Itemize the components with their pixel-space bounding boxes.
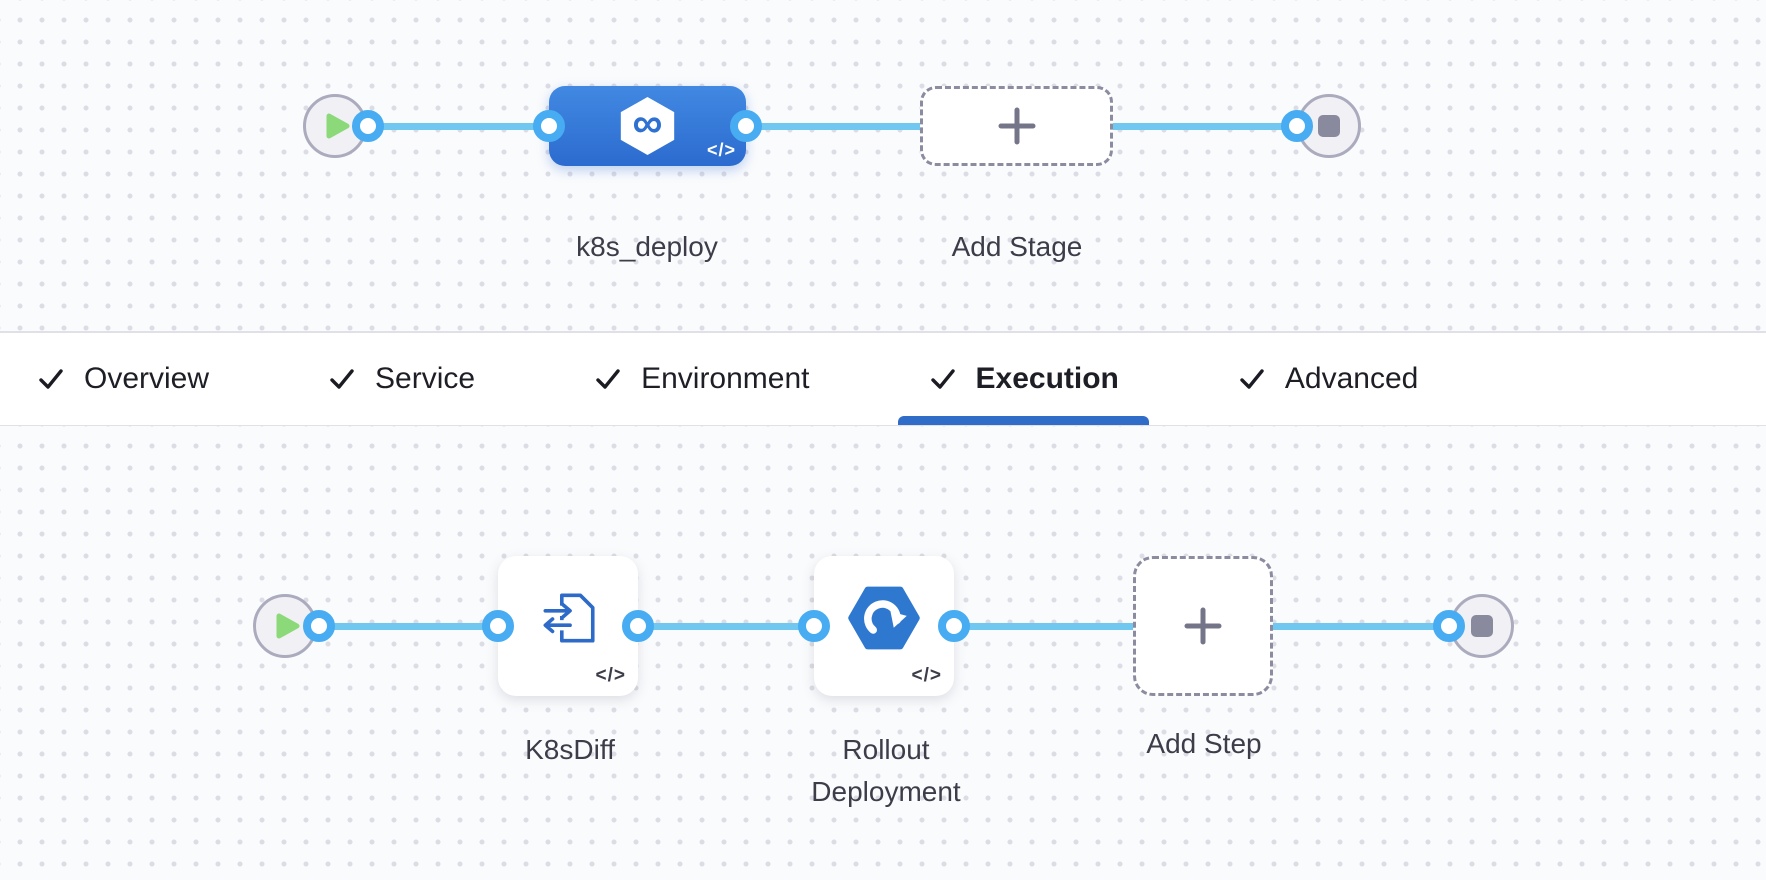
check-icon bbox=[1240, 369, 1264, 389]
stage-config-tabs: Overview Service Environment Execution A… bbox=[0, 331, 1766, 426]
tab-overview[interactable]: Overview bbox=[36, 333, 209, 425]
stop-icon bbox=[1471, 615, 1493, 637]
step-label: K8sDiff bbox=[525, 734, 615, 765]
tab-service[interactable]: Service bbox=[327, 333, 475, 425]
tab-execution[interactable]: Execution bbox=[897, 333, 1150, 425]
port[interactable] bbox=[622, 610, 654, 642]
check-icon bbox=[596, 369, 620, 389]
rollout-deployment-icon bbox=[848, 586, 920, 650]
plus-icon bbox=[1184, 607, 1222, 645]
step-label: Rollout Deployment bbox=[811, 734, 961, 807]
tab-label: Execution bbox=[975, 362, 1119, 395]
port[interactable] bbox=[730, 110, 762, 142]
tab-advanced[interactable]: Advanced bbox=[1237, 333, 1418, 425]
code-badge: </> bbox=[911, 665, 942, 686]
stage-edge bbox=[335, 123, 1329, 130]
stage-label: k8s_deploy bbox=[576, 231, 718, 262]
tab-label: Overview bbox=[84, 362, 210, 395]
port[interactable] bbox=[1433, 610, 1465, 642]
code-badge: </> bbox=[595, 665, 626, 686]
play-icon bbox=[276, 613, 300, 639]
execution-graph-canvas: </> </> K8sDiff Rollout Deployment Ad bbox=[0, 426, 1766, 880]
port[interactable] bbox=[352, 110, 384, 142]
add-stage-button[interactable] bbox=[920, 86, 1113, 166]
add-step-button[interactable] bbox=[1133, 556, 1273, 696]
port[interactable] bbox=[938, 610, 970, 642]
stage-graph-canvas: ∞ </> k8s_deploy Add Stage bbox=[0, 0, 1766, 331]
k8s-diff-icon bbox=[542, 593, 595, 643]
port[interactable] bbox=[798, 610, 830, 642]
step-node-k8sdiff[interactable]: </> bbox=[498, 556, 638, 696]
code-badge: </> bbox=[706, 140, 736, 160]
port[interactable] bbox=[482, 610, 514, 642]
execution-start-node bbox=[253, 594, 317, 658]
step-node-rollout-deployment[interactable]: </> bbox=[814, 556, 954, 696]
tab-label: Advanced bbox=[1284, 362, 1419, 395]
port[interactable] bbox=[303, 610, 335, 642]
check-icon bbox=[330, 369, 354, 389]
play-icon bbox=[326, 113, 350, 139]
tab-environment[interactable]: Environment bbox=[593, 333, 810, 425]
port[interactable] bbox=[533, 110, 565, 142]
port[interactable] bbox=[1281, 110, 1313, 142]
stage-node-k8s-deploy[interactable]: ∞ </> bbox=[549, 86, 746, 166]
tab-label: Environment bbox=[641, 362, 810, 395]
tab-label: Service bbox=[375, 362, 476, 395]
stop-icon bbox=[1318, 115, 1340, 137]
add-stage-label: Add Stage bbox=[951, 231, 1083, 262]
check-icon bbox=[39, 369, 63, 389]
check-icon bbox=[930, 369, 955, 389]
harness-stage-icon: ∞ bbox=[620, 97, 675, 155]
add-step-label: Add Step bbox=[1146, 728, 1262, 759]
plus-icon bbox=[998, 107, 1035, 145]
